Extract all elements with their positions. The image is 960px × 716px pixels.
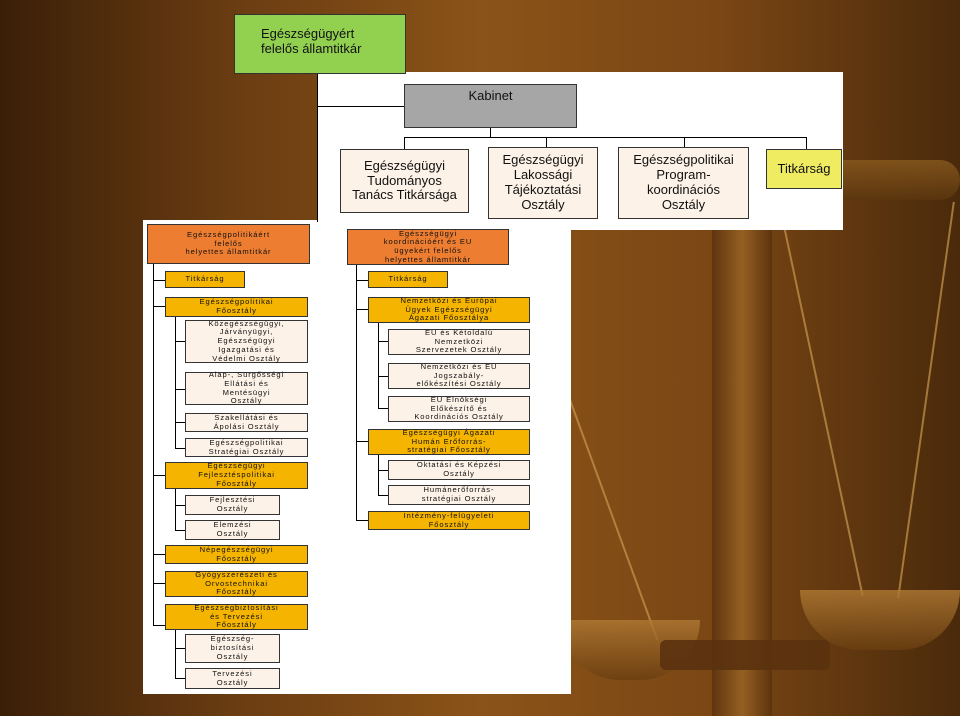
left-foosztaly-nepegeszsegugyi: Népegészségügyi Főosztály (165, 545, 308, 564)
scale-pillar (712, 150, 772, 716)
connector-line (317, 74, 318, 222)
left-foosztaly-egeszsegbiztositasi: Egészségbiztosítási és Tervezési Főosztá… (165, 603, 308, 630)
left-osztaly-egeszsegbiztositasi: Egészség- biztosítási Osztály (185, 634, 280, 663)
connector-line (317, 106, 405, 107)
connector-line (378, 408, 388, 409)
connector-line (404, 137, 807, 138)
connector-line (175, 341, 185, 342)
connector-line (404, 137, 405, 149)
org-box-lakossagi-tajekoztatasi: Egészségügyi Lakossági Tájékoztatási Osz… (488, 147, 598, 219)
right-osztaly-eu-elnoksegi: EU Elnökségi Előkészítő és Koordinációs … (388, 395, 530, 422)
connector-line (356, 309, 368, 310)
left-osztaly-szakellatasi: Szakellátási és Ápolási Osztály (185, 413, 308, 432)
left-osztaly-strategiai: Egészségpolitikai Stratégiai Osztály (185, 438, 308, 457)
connector-line (684, 137, 685, 147)
connector-line (175, 630, 176, 678)
right-osztaly-humaneroforras: Humánerőforrás- stratégiai Osztály (388, 485, 530, 505)
connector-line (356, 441, 368, 442)
connector-line (175, 422, 185, 423)
connector-line (153, 280, 165, 281)
right-head-box: Egészségügyi koordinációért és EU ügyeké… (347, 229, 509, 265)
right-foosztaly-human: Egészségügyi Ágazati Humán Erőforrás- st… (368, 428, 530, 455)
right-foosztaly-intezmeny: Intézmény-felügyeleti Főosztály (368, 511, 530, 530)
connector-line (175, 489, 176, 531)
root-box: Egészségügyért felelős államtitkár (234, 14, 406, 74)
connector-line (806, 137, 807, 149)
connector-line (356, 520, 368, 521)
connector-line (356, 280, 368, 281)
connector-line (378, 341, 388, 342)
left-osztaly-elemzesi: Elemzési Osztály (185, 520, 280, 540)
connector-line (378, 323, 379, 409)
left-osztaly-tervezesi: Tervezési Osztály (185, 668, 280, 689)
connector-line (546, 137, 547, 147)
connector-line (153, 264, 154, 626)
connector-line (175, 389, 185, 390)
kabinet-box: Kabinet (404, 84, 577, 128)
left-foosztaly-egeszsegpolitikai: Egészségpolitikai Főosztály (165, 297, 308, 317)
left-foosztaly-gyogyszereszeti: Gyógyszerészeti és Orvostechnikai Főoszt… (165, 570, 308, 597)
org-box-titkarsag-top: Titkárság (766, 149, 842, 189)
connector-line (378, 455, 379, 495)
right-osztaly-oktatasi: Oktatási és Képzési Osztály (388, 460, 530, 480)
right-titkarsag: Titkárság (368, 271, 448, 288)
connector-line (378, 376, 388, 377)
connector-line (153, 306, 165, 307)
connector-line (153, 475, 165, 476)
right-foosztaly-nemzetkozi: Nemzetközi és Európai Ügyek Egészségügyi… (368, 296, 530, 323)
connector-line (175, 648, 185, 649)
connector-line (378, 495, 388, 496)
connector-line (175, 678, 185, 679)
left-foosztaly-fejlesztespolitikai: Egészségügyi Fejlesztéspolitikai Főosztá… (165, 462, 308, 489)
left-titkarsag: Titkárság (165, 271, 245, 288)
org-box-tudomanyos-tanacs: Egészségügyi Tudományos Tanács Titkárság… (340, 149, 469, 213)
left-osztaly-fejlesztesi: Fejlesztési Osztály (185, 495, 280, 515)
connector-line (175, 505, 185, 506)
org-box-program-koordinacios: Egészségpolitikai Program- koordinációs … (618, 147, 749, 219)
connector-line (378, 470, 388, 471)
left-osztaly-kozegeszsegugyi: Közegészségügyi, Járványügyi, Egészségüg… (185, 319, 308, 363)
left-osztaly-alap-surgossegi: Alap-, Sürgősségi Ellátási és Mentésügyi… (185, 370, 308, 405)
right-osztaly-jogszabaly: Nemzetközi és EU Jogszabály- előkészítés… (388, 362, 530, 389)
left-head-box: Egészségpolitikáért felelős helyettes ál… (147, 224, 310, 264)
connector-line (175, 448, 185, 449)
connector-line (490, 128, 491, 137)
connector-line (175, 530, 185, 531)
connector-line (356, 265, 357, 521)
scale-chain (897, 201, 955, 599)
scale-chain (778, 204, 864, 596)
connector-line (175, 317, 176, 449)
scale-base (660, 640, 830, 670)
connector-line (153, 625, 165, 626)
right-osztaly-eu-ketoldalu: EU és Kétoldalú Nemzetközi Szervezetek O… (388, 328, 530, 355)
connector-line (153, 554, 165, 555)
connector-line (153, 583, 165, 584)
